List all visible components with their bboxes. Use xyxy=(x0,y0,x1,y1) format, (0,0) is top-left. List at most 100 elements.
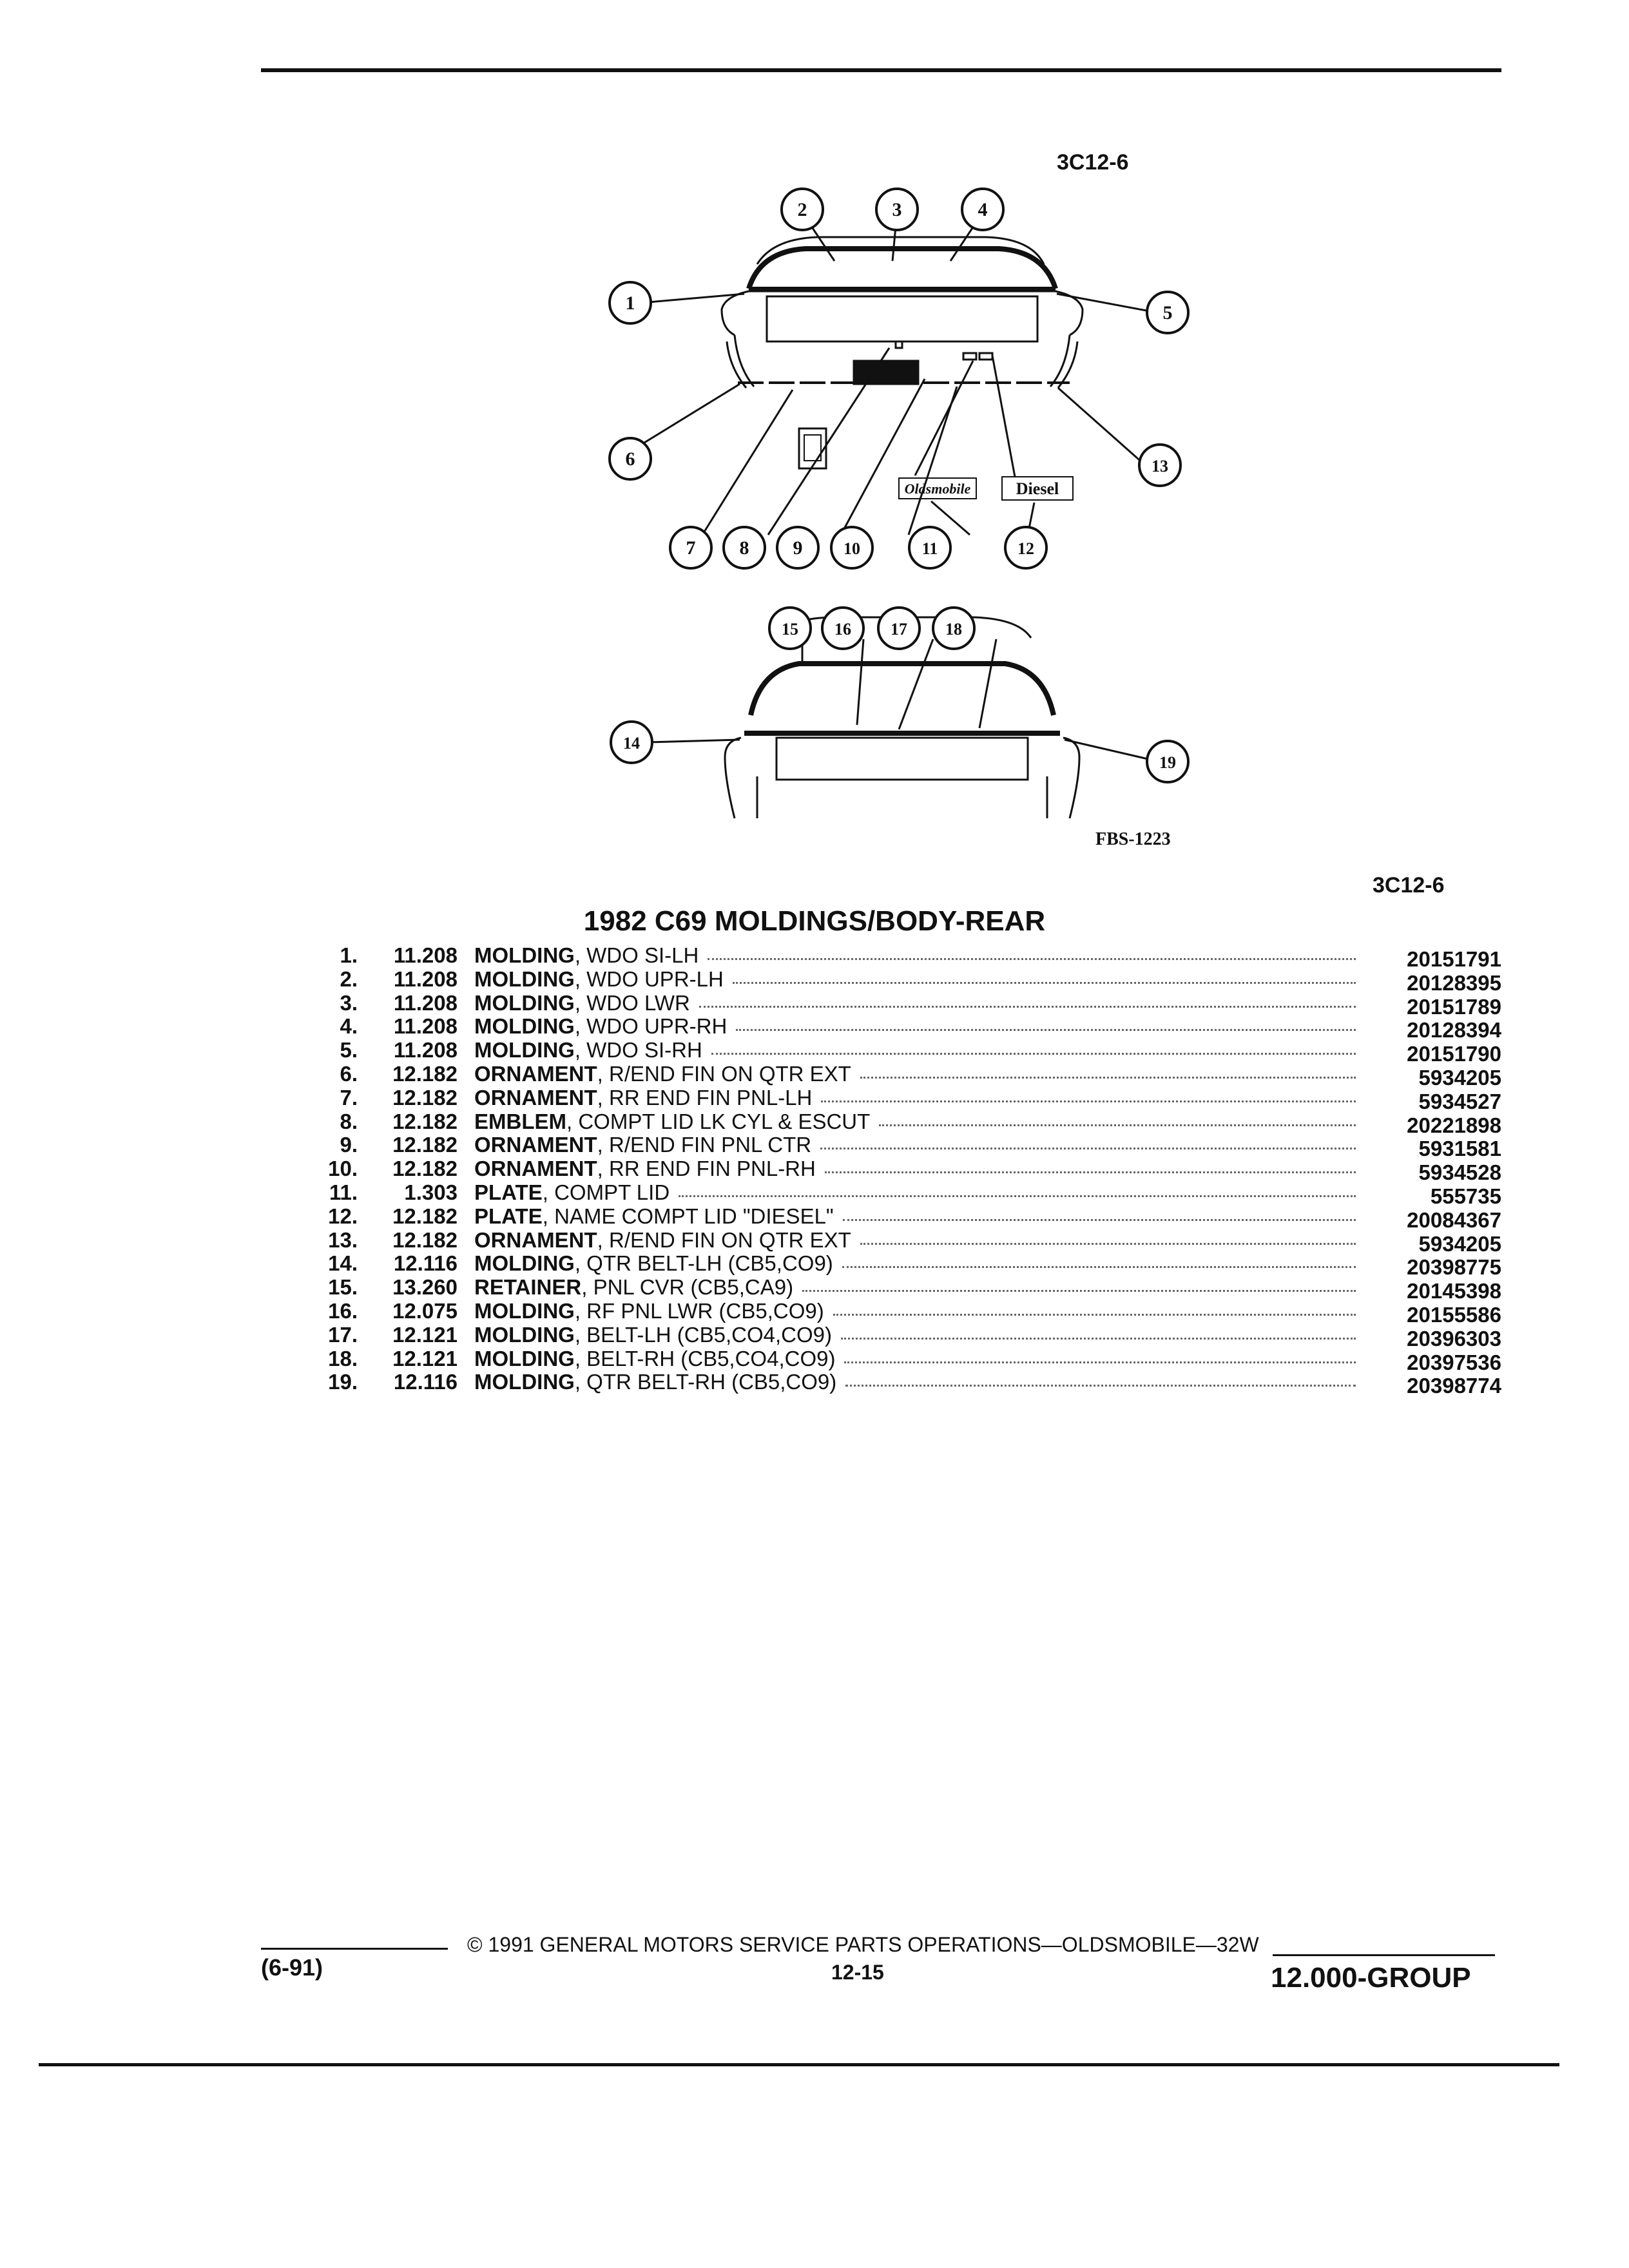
dot-leader xyxy=(844,1347,1356,1363)
part-description: , RR END FIN PNL-LH xyxy=(597,1085,813,1110)
group-number: 12.182 xyxy=(392,1133,458,1157)
part-number: 5934528 xyxy=(1418,1160,1501,1185)
dot-leader xyxy=(802,1276,1356,1293)
callout-16: 16 xyxy=(834,620,851,639)
part-name: MOLDING xyxy=(474,966,575,991)
part-number: 20145398 xyxy=(1407,1279,1501,1303)
part-description: , QTR BELT-LH (CB5,CO9) xyxy=(574,1251,833,1276)
dot-leader xyxy=(860,1062,1356,1079)
part-number: 20151790 xyxy=(1407,1042,1501,1066)
dot-leader xyxy=(842,1205,1356,1221)
group-number: 12.182 xyxy=(392,1109,458,1133)
dot-leader xyxy=(736,1015,1356,1032)
part-number: 20397536 xyxy=(1407,1350,1501,1374)
item-number: 10. xyxy=(328,1157,358,1181)
callout-8: 8 xyxy=(740,537,749,559)
part-number: 20155586 xyxy=(1407,1302,1501,1327)
part-name: MOLDING xyxy=(474,990,575,1015)
dot-leader xyxy=(699,992,1356,1008)
callout-15: 15 xyxy=(782,620,798,639)
part-name: MOLDING xyxy=(474,1251,575,1276)
part-description: , RF PNL LWR (CB5,CO9) xyxy=(574,1298,824,1323)
group-number: 12.116 xyxy=(393,1251,458,1276)
dot-leader xyxy=(845,1370,1356,1387)
item-number: 12. xyxy=(328,1204,358,1228)
callout-7: 7 xyxy=(686,537,696,559)
part-number: 20221898 xyxy=(1407,1113,1501,1137)
callout-13: 13 xyxy=(1152,457,1168,476)
part-description: , QTR BELT-RH (CB5,CO9) xyxy=(574,1370,837,1394)
part-number: 20128395 xyxy=(1407,970,1501,995)
item-number: 17. xyxy=(328,1322,358,1347)
dot-leader xyxy=(860,1229,1356,1245)
part-description: , WDO SI-LH xyxy=(574,943,699,967)
group-number: 11.208 xyxy=(393,966,458,991)
part-description: , R/END FIN ON QTR EXT xyxy=(597,1227,851,1252)
rear-body-diagram: 1 2 3 4 5 6 7 8 9 10 11 12 13 14 15 16 1… xyxy=(608,187,1190,819)
item-number: 7. xyxy=(340,1085,358,1110)
dot-leader xyxy=(732,968,1356,984)
part-description: , BELT-RH (CB5,CO4,CO9) xyxy=(574,1346,836,1370)
part-number: 20151791 xyxy=(1407,947,1501,971)
item-number: 19. xyxy=(328,1370,358,1394)
part-number: 20398774 xyxy=(1407,1374,1501,1398)
part-description: , NAME COMPT LID "DIESEL" xyxy=(542,1204,834,1228)
dot-leader xyxy=(842,1252,1356,1269)
bottom-rule xyxy=(39,2063,1559,2066)
callout-6: 6 xyxy=(626,448,635,470)
part-name: MOLDING xyxy=(474,1370,575,1394)
callout-17: 17 xyxy=(891,620,907,639)
item-number: 8. xyxy=(340,1109,358,1133)
part-name: RETAINER xyxy=(474,1275,582,1300)
top-page-ref: 3C12-6 xyxy=(1057,150,1129,175)
item-number: 13. xyxy=(328,1227,358,1252)
callout-19: 19 xyxy=(1159,753,1176,772)
group-number: 12.182 xyxy=(392,1061,458,1086)
part-number: 555735 xyxy=(1430,1184,1501,1208)
part-number: 20396303 xyxy=(1407,1326,1501,1350)
part-description: , WDO SI-RH xyxy=(574,1038,702,1062)
part-name: MOLDING xyxy=(474,1346,575,1370)
part-name: ORNAMENT xyxy=(474,1227,597,1252)
item-number: 9. xyxy=(340,1133,358,1157)
part-description: , WDO UPR-RH xyxy=(574,1014,728,1039)
figure-id: FBS-1223 xyxy=(1095,829,1171,849)
part-number: 20128394 xyxy=(1407,1018,1501,1043)
dot-leader xyxy=(820,1133,1356,1150)
callout-1: 1 xyxy=(626,293,635,314)
badge-diesel: Diesel xyxy=(1016,479,1059,498)
dot-leader xyxy=(679,1181,1356,1197)
group-number: 12.121 xyxy=(392,1322,458,1347)
callout-9: 9 xyxy=(793,537,803,559)
footer-rule-left xyxy=(261,1948,448,1950)
part-number: 5934205 xyxy=(1418,1065,1501,1090)
callout-3: 3 xyxy=(892,199,902,220)
part-description: , WDO LWR xyxy=(574,990,690,1015)
group-number: 12.182 xyxy=(392,1204,458,1228)
table-row: 17. 12.121 MOLDING, BELT-LH (CB5,CO4,CO9) 2… xyxy=(303,1322,1501,1350)
group-number: 12.182 xyxy=(392,1085,458,1110)
part-number: 5934527 xyxy=(1418,1089,1501,1113)
group-number: 12.121 xyxy=(392,1346,458,1370)
part-description: , R/END FIN PNL CTR xyxy=(597,1133,812,1157)
part-name: ORNAMENT xyxy=(474,1085,597,1110)
part-description: , BELT-LH (CB5,CO4,CO9) xyxy=(574,1322,832,1347)
part-name: ORNAMENT xyxy=(474,1061,597,1086)
item-number: 5. xyxy=(340,1038,358,1062)
group-number: 12.182 xyxy=(392,1227,458,1252)
item-number: 1. xyxy=(340,943,358,967)
item-number: 4. xyxy=(340,1014,358,1039)
part-name: MOLDING xyxy=(474,1322,575,1347)
part-description: , COMPT LID LK CYL & ESCUT xyxy=(566,1109,871,1133)
group-number: 11.208 xyxy=(393,1014,458,1039)
dot-leader xyxy=(879,1110,1356,1126)
